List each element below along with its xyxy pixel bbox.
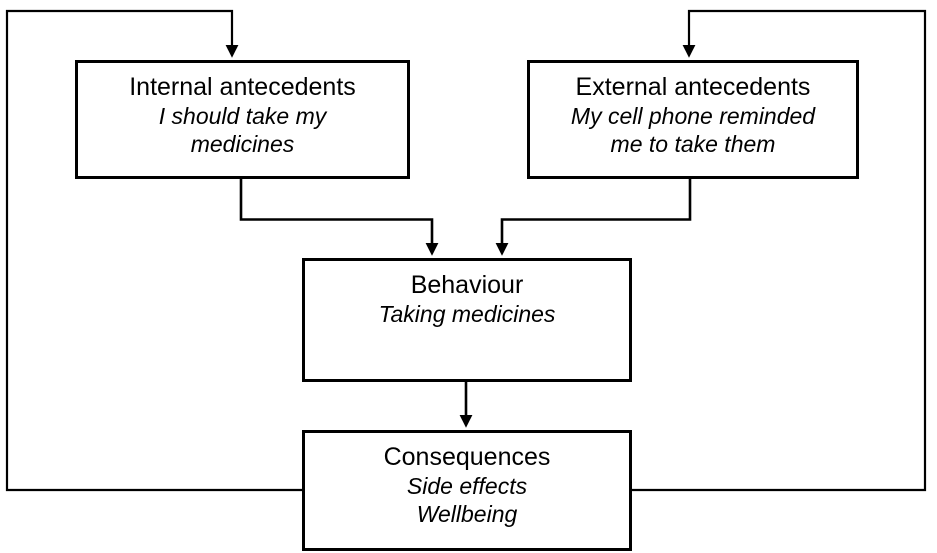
node-external-antecedents: External antecedents My cell phone remin…	[527, 60, 859, 179]
node-external-antecedents-example-line-1: My cell phone reminded	[570, 103, 816, 129]
node-behaviour-title: Behaviour	[410, 271, 524, 299]
node-external-antecedents-title: External antecedents	[575, 73, 811, 101]
node-consequences: Consequences Side effects Wellbeing	[302, 430, 632, 551]
node-internal-antecedents: Internal antecedents I should take my me…	[75, 60, 410, 179]
node-internal-antecedents-title: Internal antecedents	[129, 73, 356, 101]
node-internal-antecedents-example-line-2: medicines	[190, 131, 295, 157]
node-behaviour-example-line-1: Taking medicines	[378, 301, 556, 327]
node-consequences-example-line-1: Side effects	[406, 473, 528, 499]
node-consequences-example-line-2: Wellbeing	[416, 501, 518, 527]
node-consequences-title: Consequences	[383, 443, 551, 471]
edge-external-to-behaviour	[495, 179, 692, 256]
edge-consequences-to-external	[632, 9, 927, 492]
node-internal-antecedents-example-line-1: I should take my	[158, 103, 327, 129]
edge-internal-to-behaviour	[239, 179, 439, 256]
edge-consequences-to-internal	[5, 9, 302, 492]
node-behaviour: Behaviour Taking medicines	[302, 258, 632, 382]
node-external-antecedents-example-line-2: me to take them	[610, 131, 776, 157]
